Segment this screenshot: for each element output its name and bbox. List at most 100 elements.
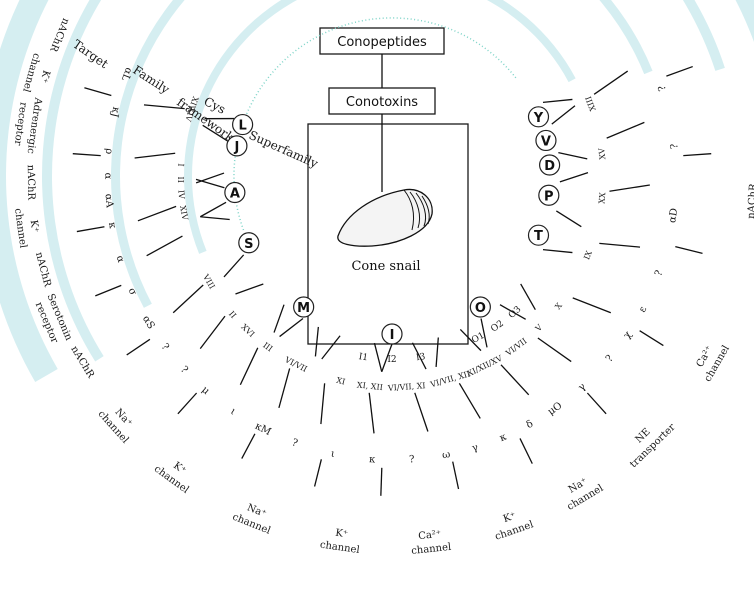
middle-tick	[609, 184, 650, 192]
target-label-line2: channel	[231, 512, 272, 537]
middle-tick	[278, 368, 291, 409]
superfamily-l-label: L	[238, 119, 246, 134]
cys-framework-label: XIV	[183, 106, 196, 123]
superfamily-m-label: M	[297, 301, 310, 316]
superfamily-j-circle	[226, 135, 248, 157]
family-label: ?	[604, 353, 616, 364]
superfamily-d-label: D	[544, 159, 555, 174]
inner-tick	[459, 329, 482, 352]
middle-tick	[593, 70, 629, 95]
family-label: ?	[178, 364, 190, 375]
superfamily-y-circle	[527, 106, 550, 128]
outer-tick	[683, 153, 712, 157]
family-label: ?	[653, 269, 665, 278]
middle-tick	[199, 315, 226, 350]
superfamily-m-circle	[293, 296, 315, 318]
conotoxins-label: Conotoxins	[346, 95, 418, 110]
outer-tick	[519, 438, 533, 464]
outer-tick	[313, 459, 322, 487]
superfamily-s-label: S	[244, 237, 253, 252]
header: Conopeptides Conotoxins	[307, 27, 469, 345]
outer-tick	[241, 433, 256, 459]
middle-tick	[368, 392, 375, 434]
inner-tick	[223, 254, 245, 278]
inner-tick	[273, 304, 285, 333]
family-label: κJ	[108, 106, 121, 118]
inner-tick	[321, 335, 341, 360]
superfamily-t-label: T	[534, 229, 543, 244]
subgroup-label: I1	[358, 352, 369, 363]
inner-tick	[373, 342, 383, 372]
cys-framework-label: VI/VII	[503, 336, 528, 358]
cys-framework-label: VI/VII	[282, 355, 308, 374]
family-label: α	[102, 173, 113, 180]
middle-tick	[143, 104, 185, 110]
outer-tick	[177, 392, 198, 415]
outer-tick	[72, 153, 101, 157]
inner-tick	[559, 171, 589, 183]
subgroup-label: O3	[507, 304, 524, 320]
inner-tick	[520, 283, 536, 310]
family-label: ?	[409, 454, 415, 465]
cys-framework-label: V	[533, 323, 544, 334]
inner-tick	[435, 337, 439, 368]
inner-tick	[195, 178, 225, 189]
superfamily-a-label: A	[230, 187, 240, 202]
family-label: ι	[330, 448, 336, 460]
inner-tick	[195, 172, 225, 184]
superfamily-i-circle	[381, 323, 403, 345]
outer-tick	[76, 226, 105, 233]
superfamily-p-circle	[538, 184, 560, 206]
cys-framework-label: III	[261, 341, 274, 354]
target-label: nAChR	[33, 251, 53, 288]
family-label: ?	[290, 437, 299, 449]
family-label: ε	[637, 305, 649, 315]
family-label: κ	[106, 221, 118, 230]
inner-tick	[202, 124, 229, 142]
superfamily-d-circle	[539, 154, 561, 176]
subgroup-label: I2	[387, 355, 396, 365]
inner-tick	[499, 304, 526, 320]
family-label: ?	[159, 342, 171, 353]
family-label: ρ	[103, 148, 114, 155]
family-label: μO	[546, 400, 564, 417]
cys-framework-label: VI/VII, XI	[387, 381, 426, 393]
cys-framework-label: XI	[335, 376, 346, 387]
cys-framework-label: XI/XII/XV	[466, 354, 504, 379]
family-label: γ	[576, 381, 588, 393]
target-label-line2: channel	[12, 208, 28, 249]
outer-tick	[675, 246, 703, 255]
family-label: κ	[498, 431, 509, 444]
inner-tick	[279, 317, 304, 338]
target-label-line2: transporter	[628, 422, 678, 471]
outer-tick	[586, 392, 607, 415]
middle-tick	[134, 152, 176, 159]
connector-ticks	[72, 65, 712, 496]
family-label: αD	[667, 207, 680, 223]
inner-tick	[381, 343, 393, 372]
cys-framework-label: II	[176, 176, 185, 182]
inner-tick	[314, 326, 320, 357]
family-label: ?	[669, 143, 681, 149]
superfamily-v-circle	[535, 129, 557, 152]
family-label: ι	[228, 406, 237, 417]
cys-framework-label: VIII	[201, 272, 217, 291]
family-label: δ	[525, 419, 536, 432]
outer-tick	[452, 461, 460, 490]
middle-tick	[320, 383, 326, 425]
superfamily-p-label: P	[544, 189, 554, 204]
family-label: ω	[441, 449, 451, 461]
family-label: γ	[471, 442, 480, 454]
outer-tick	[126, 338, 151, 356]
outer-tick	[639, 330, 664, 347]
target-label: nAChR	[25, 165, 37, 201]
family-label: κM	[253, 421, 273, 438]
inner-tick	[551, 105, 576, 125]
subgroup-label: O2	[489, 319, 505, 335]
superfamily-i-label: I	[390, 328, 395, 343]
middle-tick	[458, 382, 481, 419]
cys-framework-label: II	[227, 309, 238, 320]
family-label: μ	[199, 384, 211, 397]
